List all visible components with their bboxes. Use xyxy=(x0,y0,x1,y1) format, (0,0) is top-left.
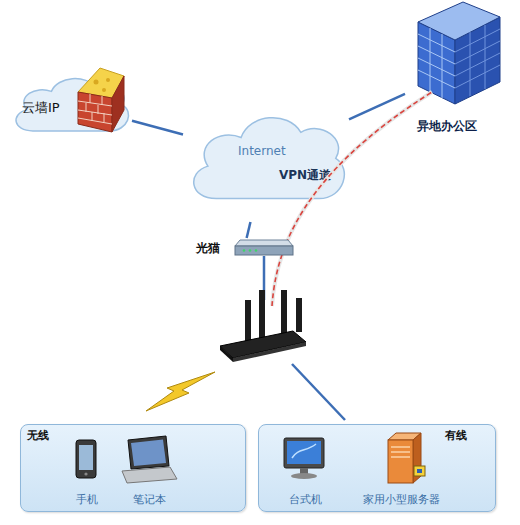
firewall-hole xyxy=(102,88,106,92)
node-label: 手机 xyxy=(37,493,137,506)
server-front xyxy=(388,440,413,483)
router-edge xyxy=(220,346,233,362)
building-side xyxy=(455,17,500,104)
server-top xyxy=(388,433,421,440)
firewall-hole xyxy=(94,80,99,85)
modem-top xyxy=(235,240,293,246)
laptop-lid xyxy=(128,436,169,469)
firewall-top xyxy=(78,68,124,98)
monitor-stand xyxy=(300,468,308,474)
cloud-shape xyxy=(16,79,129,131)
server-bays xyxy=(391,447,410,457)
office-building-icon xyxy=(418,2,500,104)
device-node: 手机 xyxy=(57,437,117,509)
firewall-front xyxy=(78,92,112,132)
modem-front xyxy=(235,246,293,255)
cable-line xyxy=(263,256,266,300)
laptop-base xyxy=(122,467,177,483)
router-edge xyxy=(233,342,306,362)
laptop-icon xyxy=(122,436,177,483)
cable-line xyxy=(292,364,345,420)
phone-screen xyxy=(79,445,93,470)
node-label: Internet xyxy=(238,144,286,158)
monitor-screen xyxy=(287,441,321,464)
server-badge xyxy=(414,466,425,476)
cloud-node: 云墙IP xyxy=(8,62,132,146)
router-antenna xyxy=(245,300,251,342)
router-body xyxy=(220,331,306,358)
group-panel: 无线手机笔记本 xyxy=(20,424,246,512)
tunnel-label: VPN通道 xyxy=(279,168,331,182)
wireless-bolt xyxy=(146,372,215,411)
firewall-icon xyxy=(78,68,124,132)
building-roof xyxy=(418,2,500,40)
monitor-frame xyxy=(284,438,324,468)
node-label: 光猫 xyxy=(196,241,220,255)
node-label: 异地办公区 xyxy=(417,119,477,133)
node-label: 家用小型服务器 xyxy=(333,493,469,506)
network-link xyxy=(132,121,183,135)
modem-led xyxy=(243,249,246,252)
firewall-hole xyxy=(106,78,110,82)
group-panel: 有线台式机家用小型服务器 xyxy=(258,424,496,512)
device-node: 异地办公区 xyxy=(405,0,515,138)
modem-icon xyxy=(235,240,293,255)
network-link xyxy=(349,94,405,119)
cloud-shape xyxy=(194,118,345,199)
server-side xyxy=(413,433,421,483)
node-label: 无线 xyxy=(27,429,49,442)
laptop-screen xyxy=(131,440,166,467)
phone-icon xyxy=(76,440,96,478)
firewall-side xyxy=(112,76,124,132)
node-label: 云墙IP xyxy=(22,100,60,116)
vpn-tunnel-shadow xyxy=(272,92,432,306)
vpn-tunnel-line xyxy=(272,92,432,306)
router-antenna xyxy=(296,298,302,332)
server-icon xyxy=(388,433,425,483)
modem-led xyxy=(249,249,252,252)
router-antenna xyxy=(259,290,265,338)
building-windows xyxy=(418,28,455,98)
building-windows xyxy=(455,25,500,96)
router-antenna xyxy=(281,290,287,334)
node-label: 笔记本 xyxy=(99,493,199,506)
phone-body xyxy=(76,440,96,478)
phone-button xyxy=(84,472,87,475)
monitor-base xyxy=(291,473,317,479)
device-node: 台式机 xyxy=(275,437,335,509)
router-icon xyxy=(220,290,306,362)
node-label: 有线 xyxy=(445,429,467,442)
node-label: 台式机 xyxy=(255,493,355,506)
brick-lines xyxy=(78,94,112,124)
server-badge-mark xyxy=(417,469,422,473)
building-front xyxy=(418,22,455,104)
device-node: 笔记本 xyxy=(119,437,179,509)
device-node: 家用小型服务器 xyxy=(353,437,449,509)
device-node: 光猫 xyxy=(196,238,292,260)
screen-glare xyxy=(292,444,316,458)
modem-led xyxy=(255,249,258,252)
network-link xyxy=(247,222,251,238)
desktop-icon xyxy=(284,438,324,479)
cloud-node: InternetVPN通道 xyxy=(183,92,349,222)
